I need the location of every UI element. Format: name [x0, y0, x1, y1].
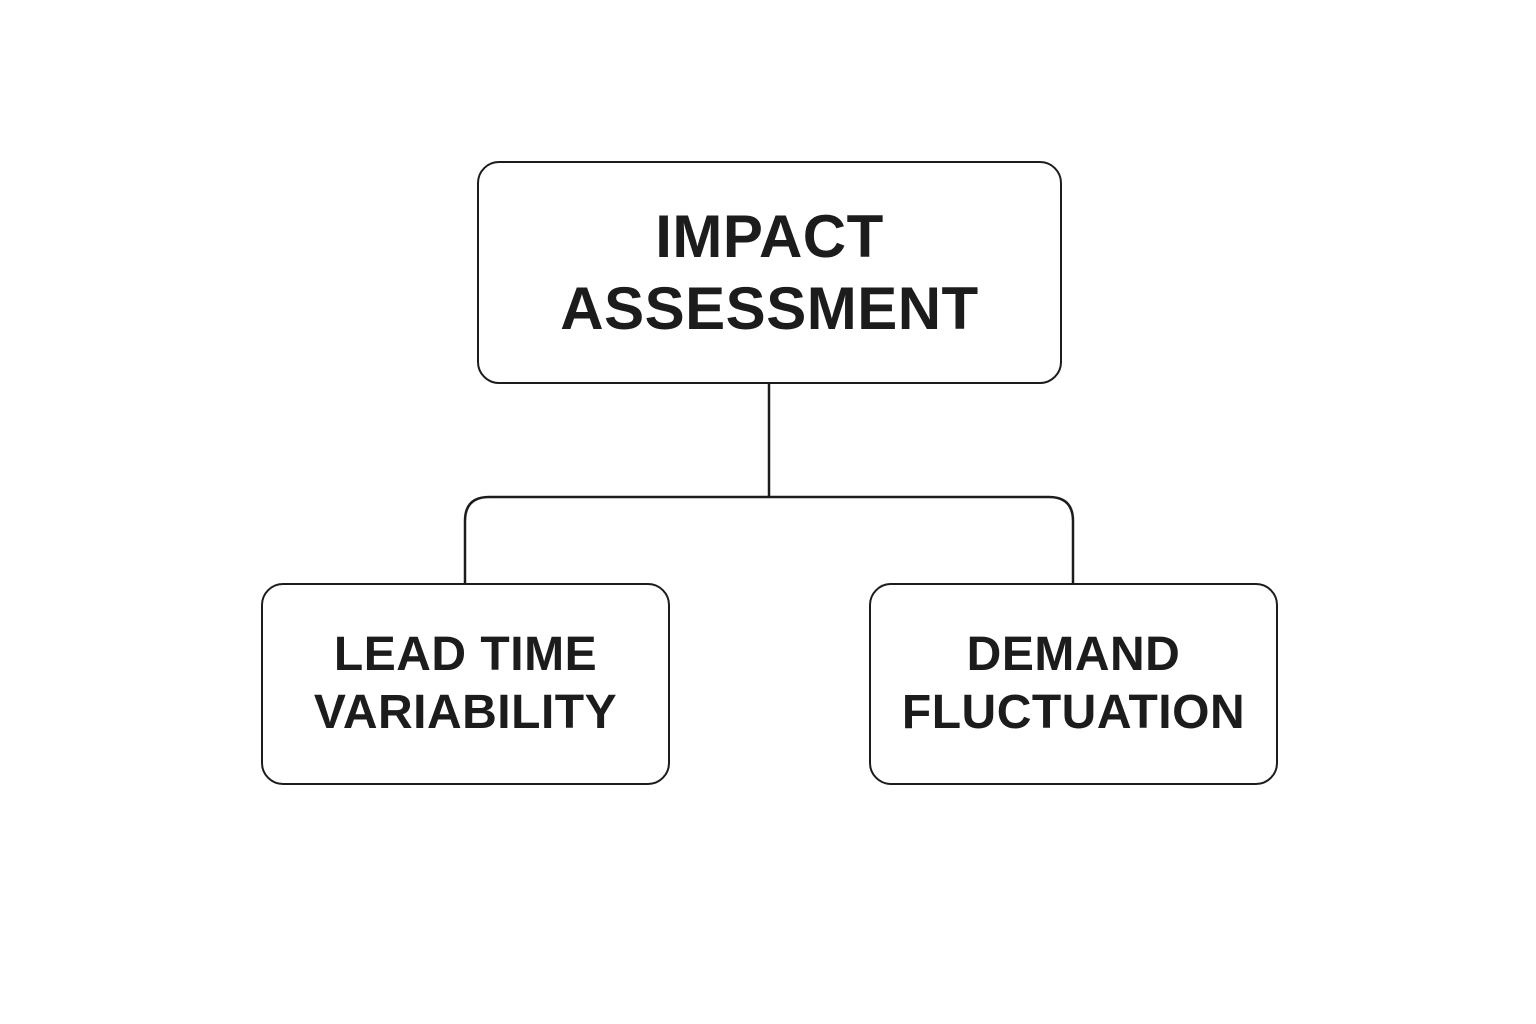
demand-fluctuation-node: DEMAND FLUCTUATION: [869, 583, 1278, 785]
root-label-line-2: ASSESSMENT: [560, 274, 979, 342]
right-label-line-2: FLUCTUATION: [901, 686, 1246, 739]
left-label-line-2: VARIABILITY: [313, 686, 618, 739]
right-label-line-1: DEMAND: [966, 628, 1181, 681]
lead-time-variability-node: LEAD TIME VARIABILITY: [261, 583, 670, 785]
impact-assessment-node: IMPACT ASSESSMENT: [477, 161, 1062, 384]
root-label-line-1: IMPACT: [655, 202, 884, 270]
branch-connector: [463, 495, 1075, 583]
left-label-line-1: LEAD TIME: [333, 628, 598, 681]
